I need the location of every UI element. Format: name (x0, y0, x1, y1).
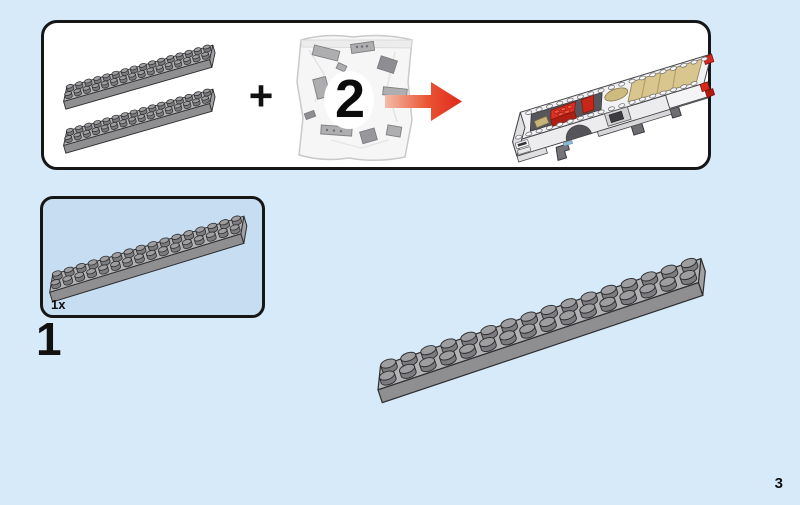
car-chassis-preview-icon (512, 53, 715, 163)
part-plate-2-icon (63, 88, 216, 154)
plus-sign: + (248, 72, 274, 119)
part-plate-1-icon (63, 44, 216, 110)
step-1-callout: 1x (40, 196, 265, 318)
parts-panel: + (41, 20, 715, 170)
step-number: 1 (36, 313, 62, 365)
red-arrow-icon (385, 82, 462, 121)
callout-plate-icon (49, 215, 248, 303)
bag-number-label: 2 (334, 69, 366, 129)
page-number: 3 (774, 475, 783, 492)
quantity-label: 1x (51, 297, 66, 312)
